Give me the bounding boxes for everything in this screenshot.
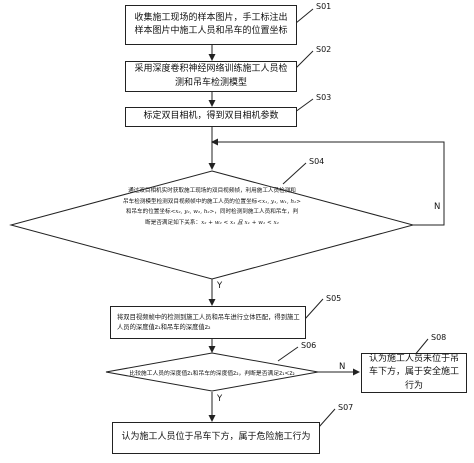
s04-decision-diamond: [9, 170, 415, 280]
s07-process-box: 认为施工人员位于吊车下方，属于危险施工行为: [112, 422, 320, 454]
s05-label: S05: [326, 294, 342, 303]
s05-line1: 将双目视频帧中的检测到施工人员和吊车进行立体匹配，得到施工: [117, 314, 300, 322]
s03-text: 标定双目相机，得到双目相机参数: [143, 111, 279, 122]
s02-label: S02: [316, 45, 332, 54]
s04-line3: 和吊车的位置坐标<x₂, y₂, w₂, h₂>，同时检测到施工人员和吊车，判: [125, 209, 299, 216]
s05-line2: 人员的深度值z₁和吊车的深度值z₂: [117, 323, 211, 331]
s04-decision-text: 通过双目相机实时获取施工现场的双目视频帧，利用施工人员检测和 吊车检测模型检测双…: [66, 186, 358, 229]
s02-text: 采用深度卷积神经网络训练施工人员检测和吊车检测模型: [134, 64, 288, 88]
arrow-s04-no-loop: [211, 138, 445, 226]
s05-leader: [304, 298, 324, 320]
s08-process-box: 认为施工人员未位于吊车下方，属于安全施工行为: [361, 353, 467, 393]
s03-process-box: 标定双目相机，得到双目相机参数: [125, 107, 297, 127]
s06-yes-label: Y: [217, 394, 223, 404]
s05-process-box: 将双目视频帧中的检测到施工人员和吊车进行立体匹配，得到施工 人员的深度值z₁和吊…: [110, 306, 306, 339]
s06-label: S06: [301, 341, 317, 350]
s01-leader: [295, 8, 314, 24]
s01-process-box: 收集施工现场的样本图片，手工标注出样本图片中施工人员和吊车的位置坐标: [125, 5, 297, 45]
s04-line2: 吊车检测模型检测双目视频帧中的施工人员的位置坐标<x₁, y₁, w₁, h₁>: [123, 198, 301, 205]
s04-line1: 通过双目相机实时获取施工现场的双目视频帧，利用施工人员检测和: [128, 188, 296, 194]
s02-process-box: 采用深度卷积神经网络训练施工人员检测和吊车检测模型: [125, 61, 297, 92]
s04-line4: 断是否满足如下关系：x₂ + w₂ < x₁ 且 x₁ + w₁ < x₂: [145, 219, 279, 226]
s08-text: 认为施工人员未位于吊车下方，属于安全施工行为: [368, 354, 459, 391]
s06-leader: [277, 346, 299, 362]
s08-label: S08: [431, 333, 447, 342]
s04-label: S04: [309, 157, 325, 166]
s07-leader: [318, 408, 336, 428]
s01-label: S01: [316, 2, 332, 11]
s07-label: S07: [338, 403, 354, 412]
s01-text: 收集施工现场的样本图片，手工标注出样本图片中施工人员和吊车的位置坐标: [134, 12, 288, 36]
s07-text: 认为施工人员位于吊车下方，属于危险施工行为: [121, 432, 311, 443]
s02-leader: [295, 50, 314, 69]
s04-no-label: N: [434, 202, 441, 212]
s03-label: S03: [316, 93, 332, 102]
s04-yes-label: Y: [217, 281, 223, 291]
s06-decision-diamond: [105, 352, 319, 392]
s06-decision-text: 比较施工人员的深度值z₁和吊车的深度值z₂，判断是否满足z₁<z₂: [129, 371, 295, 377]
s06-no-label: N: [339, 362, 346, 372]
s04-leader: [282, 162, 307, 185]
